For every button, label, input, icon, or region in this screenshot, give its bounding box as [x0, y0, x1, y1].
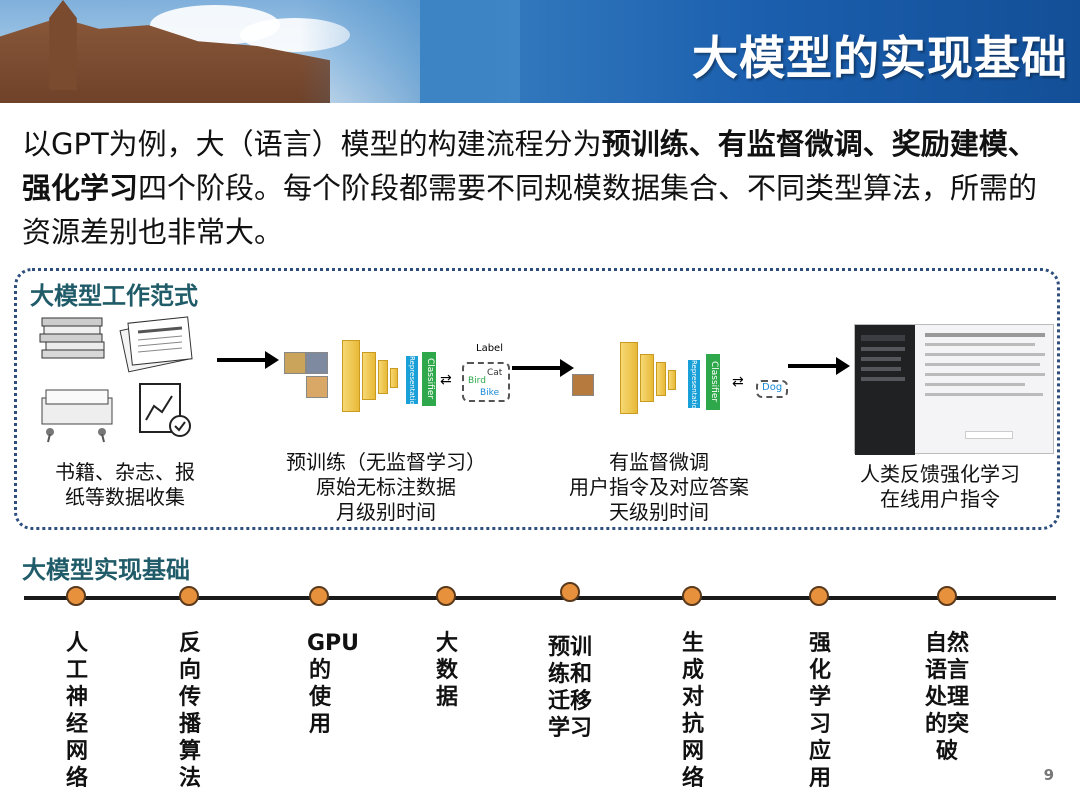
label-bike: Bike [480, 388, 500, 398]
timeline-dot [66, 586, 86, 606]
intro-text: 四个阶段。每个阶段都需要不同规模数据集合、不同类型算法，所需的资源差别也非常大。 [22, 171, 1038, 249]
network-layer [640, 354, 654, 402]
timeline-dot [560, 582, 580, 602]
foundation-item: 大数据 [435, 631, 458, 710]
foundation-item: 生成对抗网络 [681, 631, 704, 791]
dog-image [572, 374, 594, 396]
label-box [462, 362, 510, 402]
representation-bar: Representation [688, 360, 700, 414]
paradigm-title: 大模型工作范式 [30, 282, 198, 310]
representation-bar: Representation [406, 356, 418, 410]
intro-paragraph: 以GPT为例，大（语言）模型的构建流程分为预训练、有监督微调、奖励建模、强化学习… [22, 122, 1062, 254]
network-layer [378, 360, 388, 394]
timeline-dot [809, 586, 829, 606]
slide-title: 大模型的实现基础 [692, 31, 1068, 85]
page-number: 9 [1043, 766, 1054, 784]
stage-label: 书籍、杂志、报 纸等数据收集 [55, 460, 195, 509]
bike-image [306, 352, 328, 374]
network-layer [362, 352, 376, 400]
timeline-dot [937, 586, 957, 606]
timeline-dot [682, 586, 702, 606]
banner-tower-image [49, 0, 77, 90]
paper-pile-icon [41, 389, 113, 443]
cat-image [306, 376, 328, 398]
foundation-title: 大模型实现基础 [22, 556, 190, 584]
foundation-item: 强化学习应用 [808, 631, 831, 791]
network-layer [620, 342, 638, 414]
dog-label-box [756, 380, 788, 398]
foundation-item: GPU的使用 [307, 631, 360, 737]
flow-arrow [788, 357, 850, 375]
label-cat: Cat [487, 368, 503, 378]
network-layer [668, 370, 676, 390]
stage-label: 有监督微调 用户指令及对应答案 天级别时间 [569, 450, 749, 524]
foundation-item: 人工神经网络 [65, 631, 88, 791]
stage-label: 预训练（无监督学习） 原始无标注数据 月级别时间 [286, 450, 486, 524]
timeline-dot [179, 586, 199, 606]
paradigm-box [14, 268, 1060, 530]
foundation-item: 反向传播算法 [178, 631, 201, 791]
classifier-bar: Classifier [706, 354, 720, 410]
intro-text: 以GPT为例，大（语言）模型的构建流程分为 [22, 127, 602, 161]
newspaper-icon [119, 316, 193, 373]
label-dog: Dog [762, 382, 783, 393]
chart-document-icon [139, 383, 191, 437]
foundation-item: 自然语言处理的突破 [924, 631, 969, 764]
network-layer [656, 362, 666, 396]
chat-screenshot [854, 324, 1054, 455]
book-stack-icon [39, 317, 105, 359]
network-layer [342, 340, 360, 412]
bird-image [284, 352, 306, 374]
timeline-line [24, 596, 1056, 600]
header-banner [0, 0, 1080, 103]
classifier-bar: Classifier [422, 352, 436, 406]
label-caption: Label [476, 343, 503, 354]
network-layer [390, 368, 398, 388]
timeline-dot [309, 586, 329, 606]
intro-bold: 预训练、有监督微调、奖励建模、强化学习 [22, 127, 1037, 205]
stage-label: 人类反馈强化学习 在线用户指令 [860, 462, 1020, 511]
flow-arrow [512, 359, 574, 377]
flow-arrow [217, 351, 279, 369]
books-newspaper-icons [39, 316, 193, 443]
foundation-item: 预训练和迁移学习 [547, 635, 592, 741]
label-bird: Bird [468, 376, 486, 386]
timeline-dot [436, 586, 456, 606]
